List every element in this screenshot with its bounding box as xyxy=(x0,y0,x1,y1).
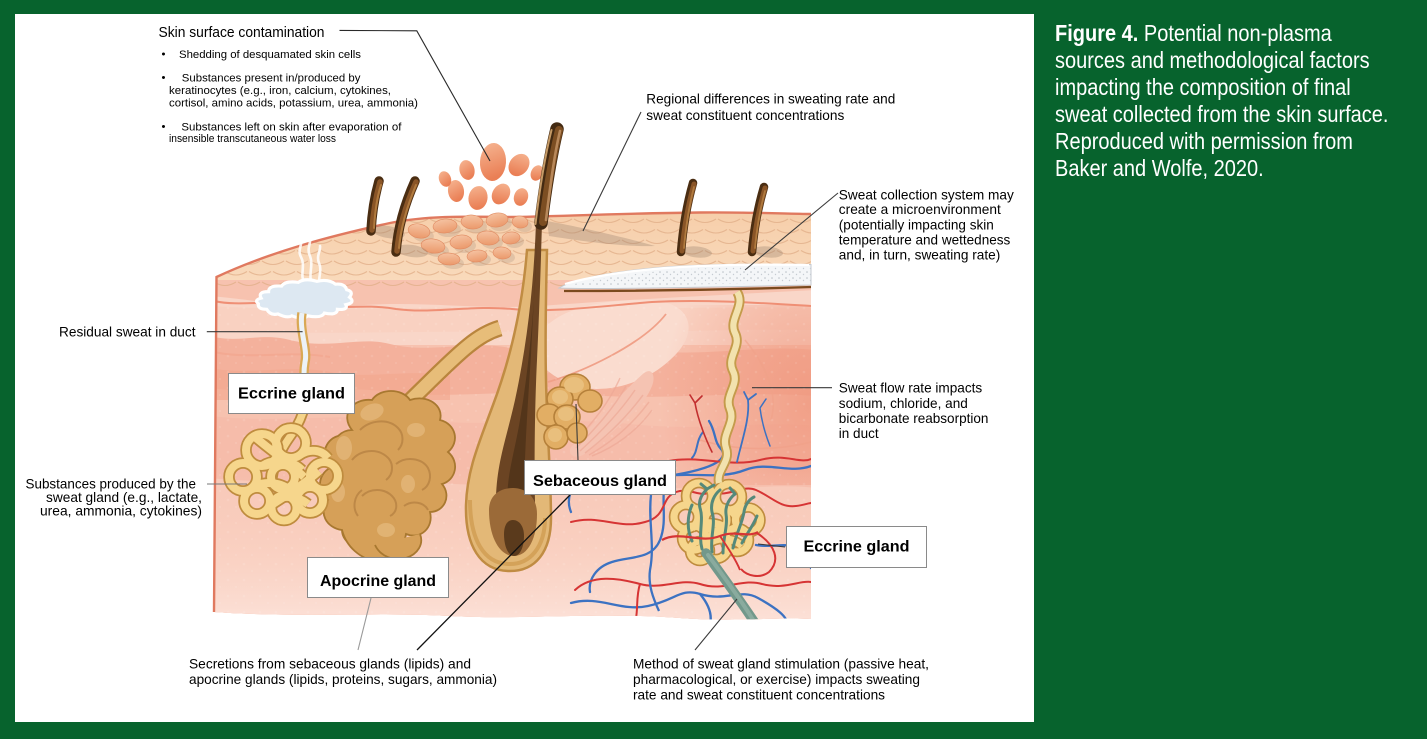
svg-text:sodium, chloride, and: sodium, chloride, and xyxy=(839,396,968,411)
svg-text:Skin surface contamination: Skin surface contamination xyxy=(159,25,325,41)
svg-text:impacting the composition of f: impacting the composition of final xyxy=(1055,74,1351,101)
svg-text:Shedding of desquamated skin c: Shedding of desquamated skin cells xyxy=(179,49,361,61)
svg-text:Baker and Wolfe, 2020.: Baker and Wolfe, 2020. xyxy=(1055,155,1264,182)
svg-text:Eccrine gland: Eccrine gland xyxy=(804,539,910,556)
svg-text:Reproduced with permission fro: Reproduced with permission from xyxy=(1055,128,1353,155)
svg-text:Substances produced by the: Substances produced by the xyxy=(26,477,197,492)
svg-text:sweat constituent concentratio: sweat constituent concentrations xyxy=(646,108,844,123)
svg-text:Substances left on skin after: Substances left on skin after evaporatio… xyxy=(181,121,402,133)
svg-text:sources and methodological fac: sources and methodological factors xyxy=(1055,47,1370,74)
svg-text:sweat gland (e.g., lactate,: sweat gland (e.g., lactate, xyxy=(46,490,202,505)
svg-text:create a microenvironment: create a microenvironment xyxy=(839,202,1001,217)
svg-text:Method of sweat gland stimulat: Method of sweat gland stimulation (passi… xyxy=(633,657,929,672)
svg-text:pharmacological, or exercise): pharmacological, or exercise) impacts sw… xyxy=(633,672,920,687)
svg-text:(potentially impacting skin: (potentially impacting skin xyxy=(839,217,994,232)
svg-text:insensible transcutaneous wate: insensible transcutaneous water loss xyxy=(169,133,336,145)
svg-text:Apocrine gland: Apocrine gland xyxy=(320,573,436,590)
svg-text:•: • xyxy=(162,49,166,61)
svg-text:temperature and wettedness: temperature and wettedness xyxy=(839,232,1011,247)
svg-text:apocrine glands (lipids, prote: apocrine glands (lipids, proteins, sugar… xyxy=(189,672,497,687)
svg-text:Regional differences in sweati: Regional differences in sweating rate an… xyxy=(646,92,895,107)
svg-text:bicarbonate reabsorption: bicarbonate reabsorption xyxy=(839,411,989,426)
svg-text:keratinocytes (e.g., iron, cal: keratinocytes (e.g., iron, calcium, cyto… xyxy=(169,85,391,97)
svg-text:and, in turn, sweating rate): and, in turn, sweating rate) xyxy=(839,248,1001,263)
svg-text:rate and sweat constituent con: rate and sweat constituent concentration… xyxy=(633,688,885,703)
svg-text:Figure 4. Potential non-plasma: Figure 4. Potential non-plasma xyxy=(1055,20,1332,47)
svg-text:Secretions from sebaceous glan: Secretions from sebaceous glands (lipids… xyxy=(189,657,471,672)
svg-text:Sebaceous gland: Sebaceous gland xyxy=(533,473,667,490)
svg-text:urea, ammonia, cytokines): urea, ammonia, cytokines) xyxy=(40,504,202,519)
svg-text:•: • xyxy=(162,72,166,84)
svg-text:Sweat collection system may: Sweat collection system may xyxy=(839,187,1014,202)
svg-text:•: • xyxy=(162,121,166,133)
svg-text:Substances present in/produced: Substances present in/produced by xyxy=(182,73,361,85)
svg-text:Residual sweat in duct: Residual sweat in duct xyxy=(59,325,196,340)
svg-text:cortisol, amino acids, potassi: cortisol, amino acids, potassium, urea, … xyxy=(169,97,418,109)
svg-text:Eccrine gland: Eccrine gland xyxy=(238,386,345,403)
svg-text:Sweat flow rate impacts: Sweat flow rate impacts xyxy=(839,381,983,396)
svg-text:sweat collected from the skin: sweat collected from the skin surface. xyxy=(1055,101,1388,128)
svg-text:in duct: in duct xyxy=(839,426,879,441)
